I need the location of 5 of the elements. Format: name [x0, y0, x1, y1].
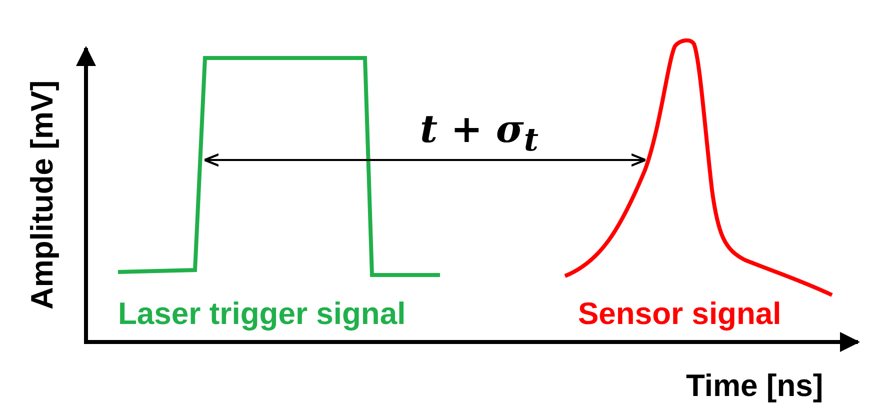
- signal-label: Sensor signal: [578, 298, 782, 329]
- axis-title: Amplitude [mV]: [26, 80, 58, 310]
- signal-label: Laser trigger signal: [118, 298, 406, 329]
- interval-label: t + σ$_{t}$: [420, 110, 538, 156]
- axis-title: Time [ns]: [686, 370, 824, 401]
